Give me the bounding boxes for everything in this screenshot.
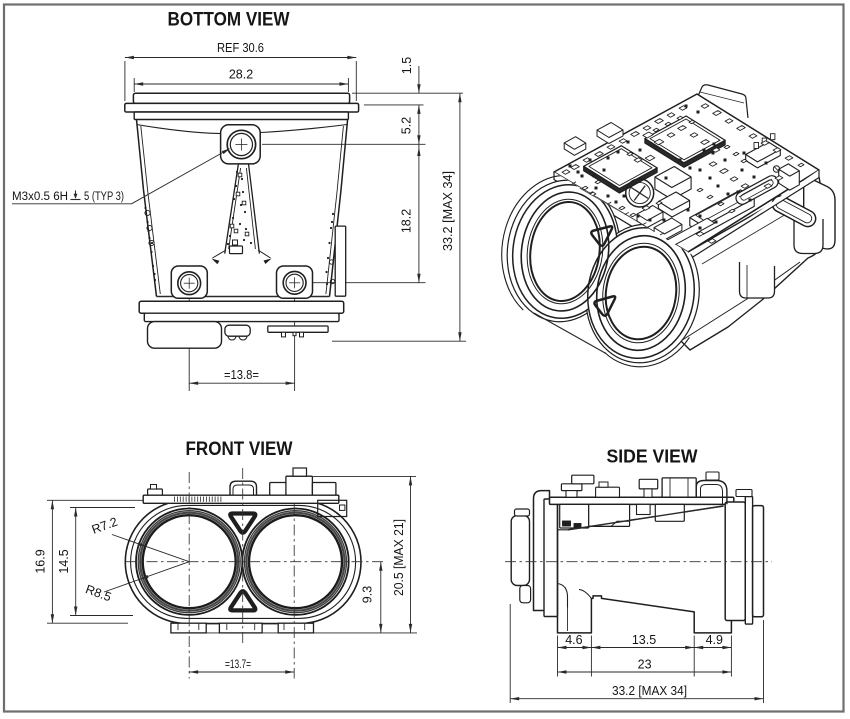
svg-text:4.6: 4.6 xyxy=(565,633,582,647)
svg-text:SIDE VIEW: SIDE VIEW xyxy=(607,446,699,467)
svg-text:REF 30.6: REF 30.6 xyxy=(217,41,264,55)
svg-text:14.5: 14.5 xyxy=(57,549,71,573)
svg-text:1.5: 1.5 xyxy=(400,57,414,74)
svg-text:13.5: 13.5 xyxy=(632,633,656,647)
svg-text:5.2: 5.2 xyxy=(399,117,413,134)
svg-text:=13.8=: =13.8= xyxy=(224,368,259,382)
svg-text:BOTTOM VIEW: BOTTOM VIEW xyxy=(168,10,290,31)
svg-text:16.9: 16.9 xyxy=(34,549,48,573)
svg-text:20.5 [MAX 21]: 20.5 [MAX 21] xyxy=(392,519,406,596)
svg-text:33.2 [MAX 34]: 33.2 [MAX 34] xyxy=(612,684,687,698)
svg-text:33.2 [MAX 34]: 33.2 [MAX 34] xyxy=(441,171,455,251)
svg-text:28.2: 28.2 xyxy=(229,68,253,82)
svg-text:FRONT VIEW: FRONT VIEW xyxy=(186,439,293,460)
svg-text:M3x0.5 6H: M3x0.5 6H xyxy=(12,189,68,203)
svg-text:5 (TYP 3): 5 (TYP 3) xyxy=(84,189,124,203)
svg-text:9.3: 9.3 xyxy=(361,586,375,603)
svg-text:18.2: 18.2 xyxy=(399,209,413,233)
svg-text:=13.7=: =13.7= xyxy=(225,659,251,671)
svg-text:23: 23 xyxy=(638,657,652,671)
svg-text:4.9: 4.9 xyxy=(706,633,723,647)
